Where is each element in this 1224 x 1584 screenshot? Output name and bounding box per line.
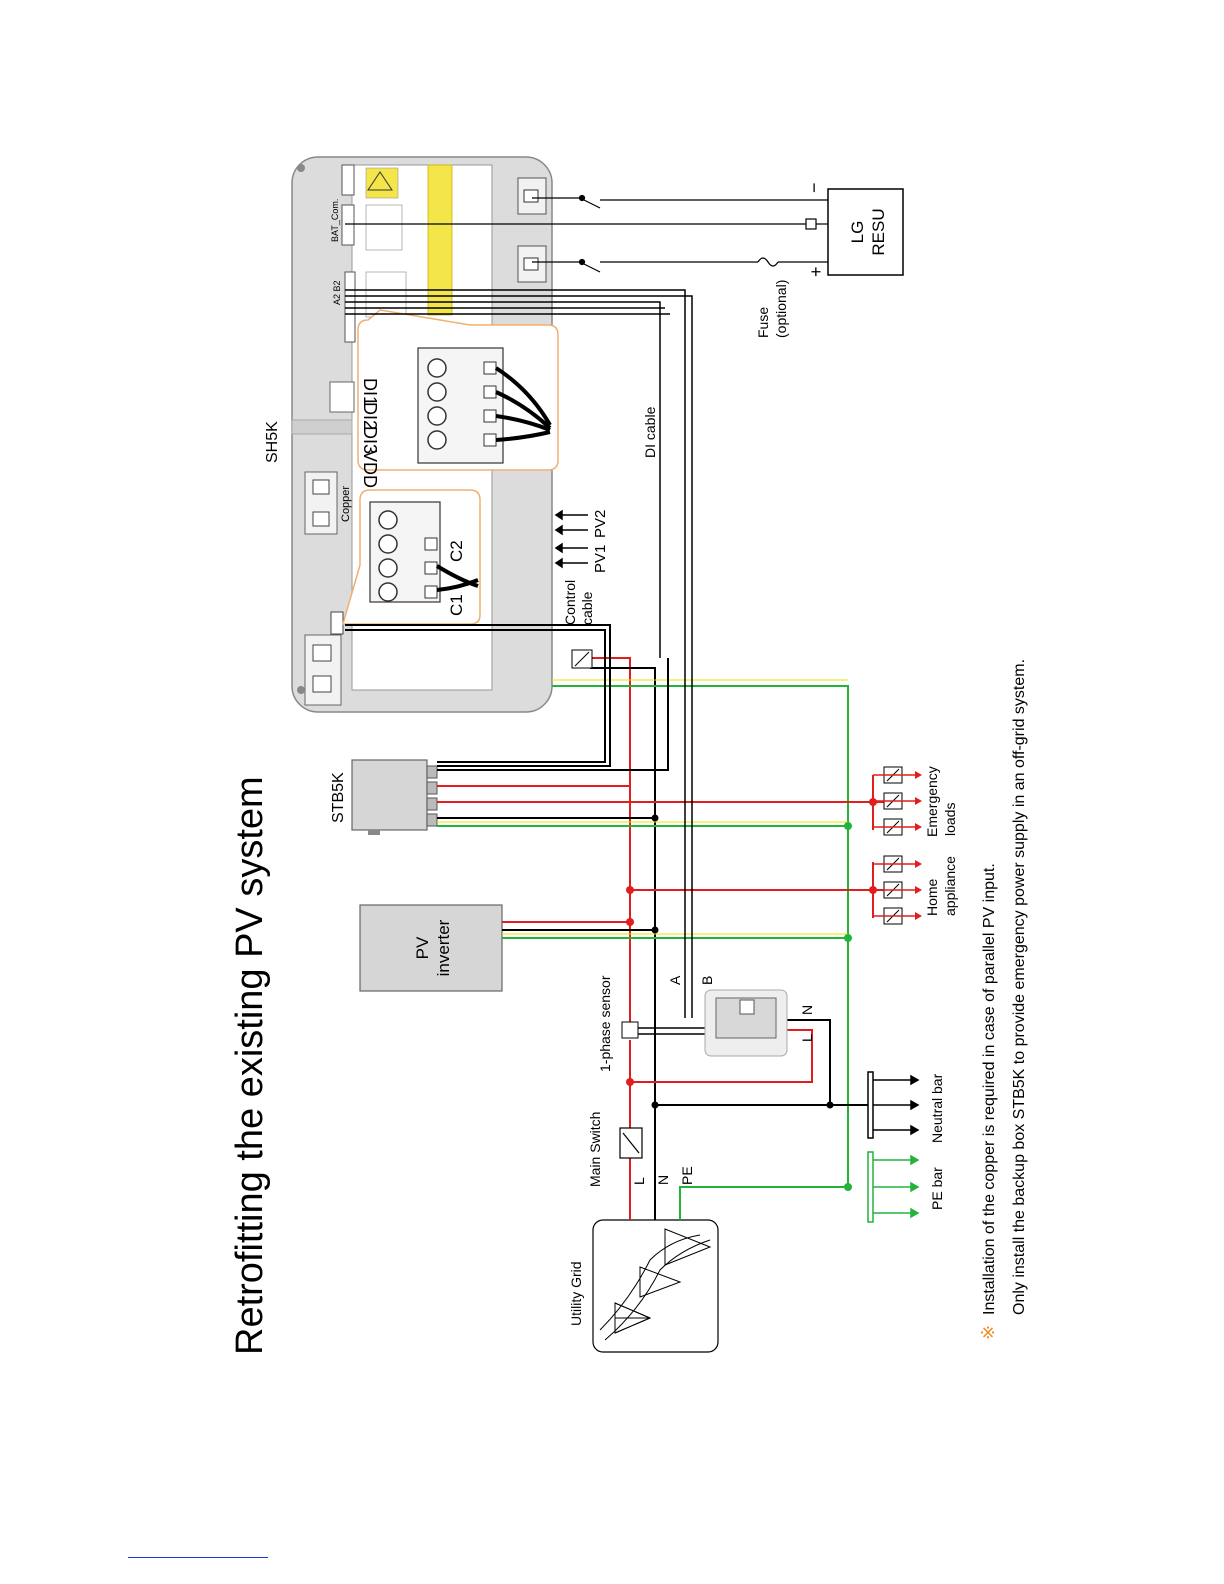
a2b2-label: A2 B2 bbox=[332, 280, 342, 305]
neutral-bar-label: Neutral bar bbox=[929, 1073, 945, 1143]
battery-minus-label: − bbox=[804, 182, 824, 193]
line-n-label: N bbox=[655, 1175, 671, 1185]
home-appliance-label-1: Home bbox=[924, 878, 940, 916]
fuse-label-1: Fuse bbox=[755, 307, 771, 338]
meter-l-label: L bbox=[799, 1034, 815, 1042]
di-cable-label: DI cable bbox=[642, 406, 658, 458]
energy-meter bbox=[704, 989, 788, 1057]
footer-rule bbox=[128, 1557, 268, 1558]
control-cable-label-2: cable bbox=[579, 591, 595, 625]
copper-callout bbox=[342, 489, 481, 625]
pv1-label: PV1 bbox=[592, 545, 609, 573]
main-switch-label: Main Switch bbox=[587, 1112, 603, 1187]
pv-inverter-label-2: inverter bbox=[434, 919, 453, 976]
page-title: Retrofitting the existing PV system bbox=[229, 776, 271, 1355]
lg-resu-box bbox=[827, 188, 904, 276]
lg-resu-label-1: LG bbox=[848, 221, 867, 244]
emergency-loads-label-1: Emergency bbox=[924, 766, 940, 837]
pe-bar bbox=[867, 1151, 920, 1223]
fuse-label-2: (optional) bbox=[773, 280, 789, 338]
di-callout bbox=[357, 309, 559, 471]
battery-plus-label: + bbox=[806, 266, 826, 277]
neutral-bar bbox=[867, 1071, 920, 1139]
note-line-1: Installation of the copper is required i… bbox=[981, 863, 998, 1315]
emergency-loads-label-2: loads bbox=[942, 803, 958, 836]
note-mark: ※ bbox=[978, 1325, 998, 1340]
one-phase-sensor-label: 1-phase sensor bbox=[597, 975, 613, 1072]
meter-a-label: A bbox=[667, 975, 683, 985]
emergency-loads bbox=[872, 766, 922, 836]
home-appliance-loads bbox=[872, 855, 922, 925]
pv-inverter-box bbox=[359, 904, 503, 992]
utility-grid-label: Utility Grid bbox=[568, 1261, 584, 1326]
stb5k-label: STB5K bbox=[330, 772, 347, 823]
utility-grid-box bbox=[592, 1219, 719, 1353]
pv-inverter-label-1: PV bbox=[413, 936, 432, 959]
note-line-2: Only install the backup box STB5K to pro… bbox=[1011, 659, 1028, 1315]
main-switch bbox=[619, 1127, 643, 1159]
control-cable-label-1: Control bbox=[562, 580, 578, 625]
meter-b-label: B bbox=[699, 976, 715, 985]
sh5k-label: SH5K bbox=[264, 421, 281, 463]
wiring bbox=[345, 289, 890, 1220]
di3-label: DI3 bbox=[360, 426, 380, 454]
lg-resu-label-2: RESU bbox=[869, 208, 888, 255]
one-phase-sensor bbox=[621, 1021, 639, 1039]
di2-label: DI2 bbox=[360, 402, 380, 430]
vdd-label: VDD bbox=[360, 450, 380, 488]
c1-label: C1 bbox=[447, 594, 466, 616]
di1-label: DI1 bbox=[360, 378, 380, 406]
c2-label: C2 bbox=[447, 540, 466, 562]
line-l-label: L bbox=[631, 1177, 647, 1185]
copper-label: Copper bbox=[340, 486, 352, 522]
stb5k-backup-box bbox=[351, 759, 438, 835]
bat-com-label: BAT_Com. bbox=[330, 199, 340, 242]
pv-inputs bbox=[554, 509, 588, 569]
pv2-label: PV2 bbox=[592, 510, 609, 538]
meter-n-label: N bbox=[799, 1005, 815, 1015]
pe-bar-label: PE bar bbox=[929, 1167, 945, 1210]
battery-wiring bbox=[345, 194, 828, 273]
line-pe-label: PE bbox=[679, 1166, 695, 1185]
home-appliance-label-2: appliance bbox=[942, 856, 958, 916]
